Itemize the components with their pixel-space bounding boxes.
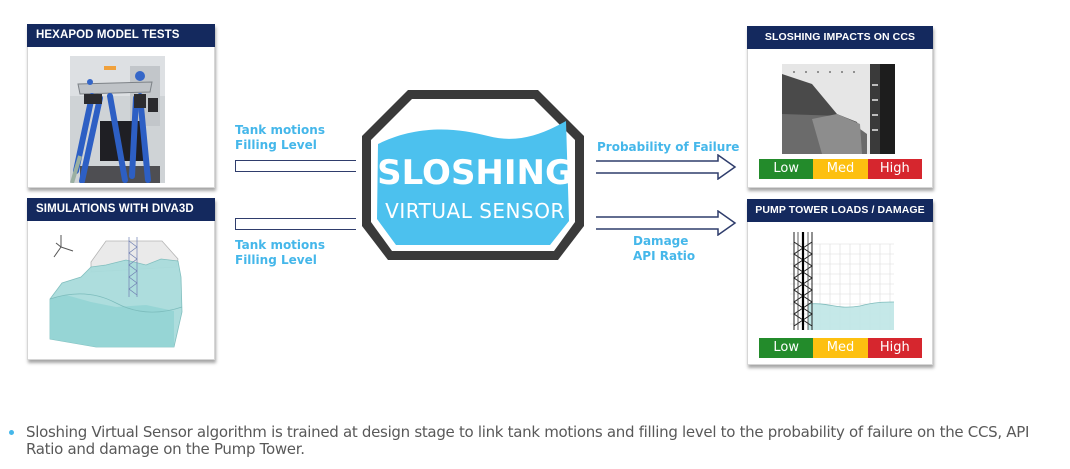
sensor-liquid-fill	[377, 121, 569, 245]
pump-risk-med: Med	[813, 338, 868, 358]
ccs-panel-title: SLOSHING IMPACTS ON CCS	[747, 26, 933, 49]
output-flow-bottom-arrow	[596, 210, 737, 236]
input-flow-top-line1: Tank motions	[235, 123, 325, 137]
output-flow-bottom-label: Damage API Ratio	[633, 234, 695, 264]
input-flow-top-arrow	[235, 160, 356, 172]
ccs-risk-med: Med	[813, 159, 868, 179]
summary-bullet: Sloshing Virtual Sensor algorithm is tra…	[26, 423, 1030, 458]
input-flow-bottom-label: Tank motions Filling Level	[235, 238, 325, 268]
input-flow-bottom-arrow	[235, 218, 356, 230]
ccs-impacts-panel: SLOSHING IMPACTS ON CCS Low Med High	[747, 26, 933, 188]
pump-tower-simulation	[790, 232, 894, 330]
ccs-risk-low: Low	[759, 159, 814, 179]
tank-sloshing-simulation	[49, 235, 183, 348]
simulation-panel: SIMULATIONS WITH DIVA3D	[27, 198, 215, 360]
output-flow-bottom-line1: Damage	[633, 234, 689, 248]
ccs-risk-high: High	[867, 159, 922, 179]
pump-risk-scale: Low Med High	[759, 338, 922, 358]
sensor-title-line2: VIRTUAL SENSOR	[385, 199, 565, 223]
hexapod-panel-title: HEXAPOD MODEL TESTS	[27, 24, 215, 47]
output-flow-bottom-line2: API Ratio	[633, 249, 696, 263]
input-flow-bottom-line1: Tank motions	[235, 238, 325, 252]
pump-risk-high: High	[867, 338, 922, 358]
sloshing-virtual-sensor: SLOSHING VIRTUAL SENSOR	[362, 90, 584, 260]
bullet-icon	[9, 430, 14, 435]
output-flow-top-label: Probability of Failure	[597, 140, 740, 154]
ccs-risk-scale: Low Med High	[759, 159, 922, 179]
pump-panel-title: PUMP TOWER LOADS / DAMAGE	[747, 199, 933, 222]
ccs-impact-photo	[782, 64, 895, 154]
input-flow-top-line2: Filling Level	[235, 138, 317, 152]
hexapod-panel: HEXAPOD MODEL TESTS	[27, 24, 215, 188]
output-flow-top-arrow	[596, 154, 737, 180]
input-flow-top-label: Tank motions Filling Level	[235, 123, 325, 153]
simulation-panel-title: SIMULATIONS WITH DIVA3D	[27, 198, 215, 221]
pump-tower-panel: PUMP TOWER LOADS / DAMAGE Low Med High	[747, 199, 933, 365]
sensor-title-line1: SLOSHING	[377, 153, 573, 193]
input-flow-bottom-line2: Filling Level	[235, 253, 317, 267]
hexapod-rig-photo	[70, 56, 165, 183]
pump-risk-low: Low	[759, 338, 814, 358]
